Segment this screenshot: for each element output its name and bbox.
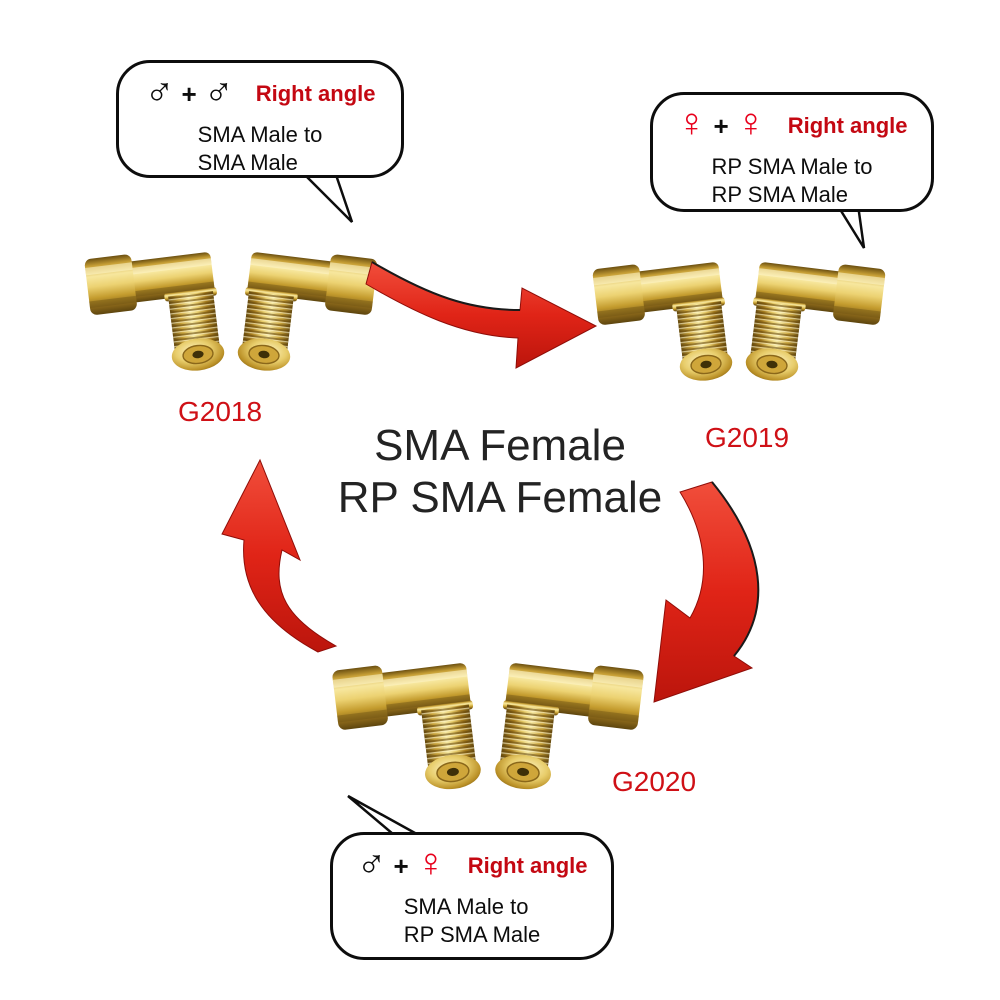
cycle-arrow-down-edge xyxy=(711,481,760,657)
callout-line: SMA Male to xyxy=(197,122,323,147)
callout-symbols-row: ♂ + ♀ Right angle xyxy=(345,843,599,889)
center-caption-line2: RP SMA Female xyxy=(337,472,663,522)
female-icon: ♀ xyxy=(415,841,446,885)
callout-text: SMA Male to SMA Male xyxy=(198,121,323,176)
callout-sma-male-to-sma-male: ♂ + ♂ Right angle SMA Male to SMA Male xyxy=(116,60,404,178)
callout-symbols-row: ♀ + ♀ Right angle xyxy=(665,103,919,149)
callout-line: RP SMA Male xyxy=(403,921,541,947)
product-code-g2020: G2020 xyxy=(612,766,697,797)
connector-pair-g2018 xyxy=(84,244,378,383)
connector-pair-g2019 xyxy=(592,254,886,393)
female-icon: ♀ xyxy=(735,101,766,145)
plus-sign: + xyxy=(393,850,409,881)
right-angle-label: Right angle xyxy=(467,853,588,878)
male-icon: ♂ xyxy=(356,841,387,885)
callout-text: RP SMA Male to RP SMA Male xyxy=(712,153,873,208)
connector-pair-g2020 xyxy=(332,654,645,802)
callout-sma-male-to-rp-sma-male: ♂ + ♀ Right angle SMA Male to RP SMA Mal… xyxy=(330,832,614,960)
center-caption-line1: SMA Female xyxy=(374,421,626,470)
male-icon: ♂ xyxy=(203,69,234,113)
callout-line: SMA Male to xyxy=(403,894,529,919)
plus-sign: + xyxy=(181,78,197,109)
cycle-arrow-up-icon xyxy=(221,458,338,653)
callout-line: SMA Male xyxy=(197,149,298,175)
callout-rp-sma-male-to-rp-sma-male: ♀ + ♀ Right angle RP SMA Male to RP SMA … xyxy=(650,92,934,212)
product-code-g2019: G2019 xyxy=(705,422,790,453)
callout-symbols-row: ♂ + ♂ Right angle xyxy=(131,71,389,117)
right-angle-label: Right angle xyxy=(787,113,908,138)
male-icon: ♂ xyxy=(144,69,175,113)
callout-line: RP SMA Male to xyxy=(711,154,873,179)
female-icon: ♀ xyxy=(676,101,707,145)
callout-line: RP SMA Male xyxy=(711,181,849,207)
center-caption: SMA Female RP SMA Female xyxy=(250,420,750,524)
product-code-g2018: G2018 xyxy=(178,396,263,427)
callout-text: SMA Male to RP SMA Male xyxy=(404,893,541,948)
cycle-arrow-right-edge xyxy=(371,261,521,311)
right-angle-label: Right angle xyxy=(255,81,376,106)
plus-sign: + xyxy=(713,110,729,141)
